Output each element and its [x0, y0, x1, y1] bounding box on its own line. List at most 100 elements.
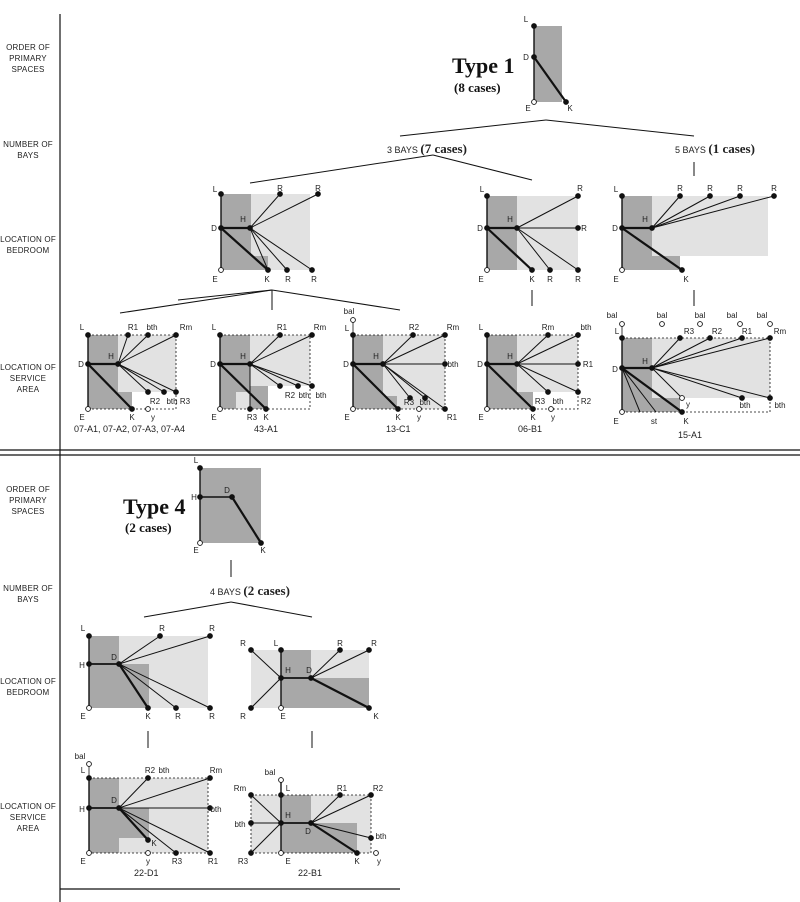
node-label-r2: R2	[409, 323, 420, 332]
space-node	[354, 850, 360, 856]
link-line	[249, 334, 313, 365]
node-label-l: L	[614, 185, 619, 194]
node-label-e: E	[344, 413, 349, 422]
space-node	[677, 193, 683, 199]
space-node	[771, 193, 777, 199]
node-label-e: E	[478, 413, 483, 422]
node-label-d: D	[477, 224, 483, 233]
space-node	[739, 395, 745, 401]
space-node	[707, 335, 713, 341]
space-node	[575, 361, 581, 367]
node-label-l: L	[274, 639, 279, 648]
node-label-r3: R3	[535, 397, 546, 406]
link-line	[249, 193, 319, 229]
row-label-service-1: LOCATION OF SERVICE AREA	[0, 363, 56, 394]
node-label-h: H	[240, 215, 246, 224]
caption-06b1: 06-B1	[518, 424, 543, 434]
node-label-l: L	[212, 323, 217, 332]
link-line	[516, 334, 579, 365]
zone-light	[250, 335, 310, 386]
node-label-d: D	[612, 365, 618, 374]
main-axis	[118, 807, 149, 841]
node-label-d: D	[477, 360, 483, 369]
node-label-r2: R2	[285, 391, 296, 400]
link-line	[249, 227, 269, 271]
node-label-r: R	[285, 275, 291, 284]
space-node	[442, 406, 448, 412]
link-line	[651, 337, 711, 369]
space-node	[308, 820, 314, 826]
type1-bays-3-label: 3 BAYS	[387, 145, 418, 155]
node-label-e: E	[193, 546, 198, 555]
entry-node	[484, 267, 490, 273]
space-node	[116, 661, 122, 667]
node-label-bth: bth	[447, 360, 458, 369]
node-label-k: K	[683, 275, 689, 284]
node-label-y: y	[551, 413, 555, 422]
space-node	[258, 540, 264, 546]
space-node	[86, 775, 92, 781]
space-node	[173, 389, 179, 395]
main-axis	[533, 56, 567, 103]
node-label-e: E	[613, 275, 618, 284]
node-label-d: D	[612, 224, 618, 233]
tree-line	[143, 601, 232, 618]
link-line	[250, 649, 282, 679]
space-node	[350, 361, 356, 367]
main-axis	[231, 496, 262, 544]
node-label-bth: bth	[158, 766, 169, 775]
node-label-r: R	[677, 184, 683, 193]
link-line	[651, 337, 743, 369]
space-node	[547, 267, 553, 273]
node-label-k: K	[145, 712, 151, 721]
tree-line	[432, 154, 533, 181]
node-label-r: R	[159, 624, 165, 633]
node-label-r3: R3	[172, 857, 183, 866]
node-label-l: L	[615, 327, 620, 336]
space-node	[531, 23, 537, 29]
zone-dark	[281, 650, 311, 708]
link-line	[249, 193, 281, 229]
space-node	[737, 193, 743, 199]
node-label-bth: bth	[774, 401, 785, 410]
node-label-l: L	[479, 323, 484, 332]
main-axis	[310, 677, 370, 709]
node-label-d: D	[343, 360, 349, 369]
zone-light	[517, 196, 578, 270]
caption-15a1: 15-A1	[678, 430, 703, 440]
link-line	[249, 363, 313, 387]
tree-line	[545, 119, 695, 137]
entry-node	[145, 850, 151, 856]
entry-node	[531, 99, 537, 105]
node-label-bth: bth	[315, 391, 326, 400]
node-label-h: H	[285, 811, 291, 820]
node-label-h: H	[373, 352, 379, 361]
row-label-order-2: ORDER OF PRIMARY SPACES	[6, 485, 50, 516]
node-label-bth: bth	[234, 820, 245, 829]
space-node	[173, 850, 179, 856]
space-node	[649, 225, 655, 231]
node-label-r: R	[577, 184, 583, 193]
caption-13c1: 13-C1	[386, 424, 411, 434]
main-axis	[621, 367, 683, 413]
node-label-d: D	[306, 666, 312, 675]
space-node	[277, 383, 283, 389]
type4-cases: (2 cases)	[125, 520, 172, 535]
tree-line	[177, 289, 273, 301]
link-line	[310, 794, 372, 824]
row-label-bays-2: NUMBER OF BAYS	[3, 584, 53, 604]
node-label-bth: bth	[580, 323, 591, 332]
node-label-r1: R1	[447, 413, 458, 422]
link-line	[117, 334, 129, 365]
node-label-r3: R3	[404, 398, 415, 407]
entry-node	[767, 321, 773, 327]
zone-dark	[250, 386, 268, 409]
link-line	[651, 195, 681, 229]
node-label-bth: bth	[298, 391, 309, 400]
node-label-rm: Rm	[314, 323, 327, 332]
node-label-h: H	[108, 352, 114, 361]
node-label-bal: bal	[344, 307, 355, 316]
link-line	[118, 777, 149, 809]
node-label-d: D	[78, 360, 84, 369]
space-node	[284, 267, 290, 273]
